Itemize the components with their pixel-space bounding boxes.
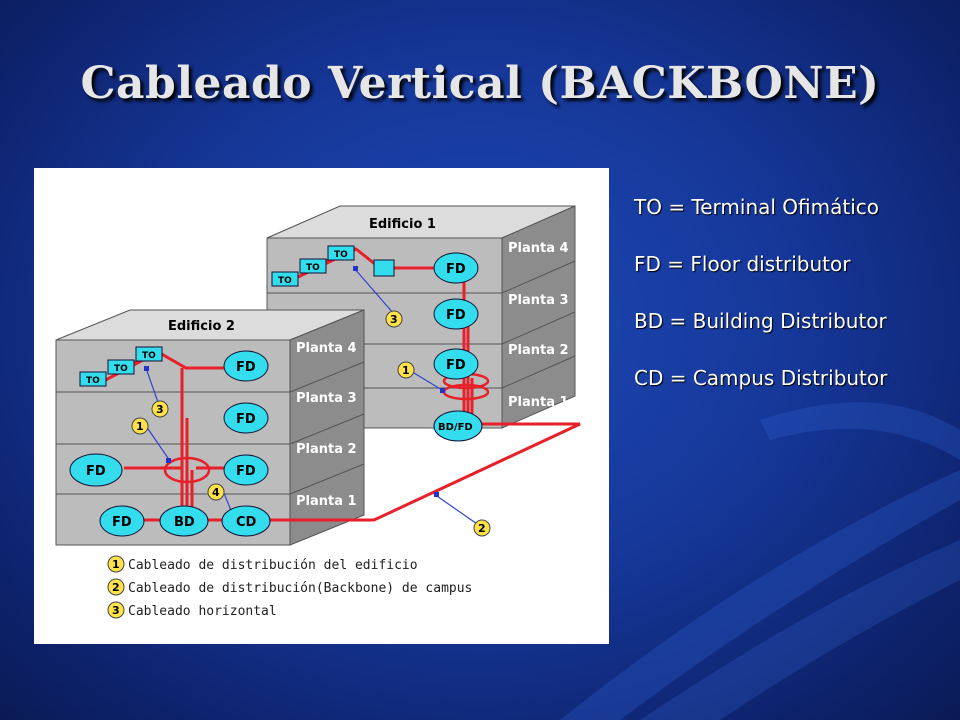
fd-node [223,402,269,434]
svg-text:1: 1 [136,420,144,433]
fd-node [433,298,479,330]
legend-item-fd: FD = Floor distributor [634,252,851,276]
building-2-floor-4: Planta 4 [296,341,357,356]
numbered-markers: 3 1 3 1 4 2 [131,310,491,537]
abbreviation-legend: TO = Terminal Ofimático FD = Floor distr… [634,193,887,421]
svg-text:FD: FD [446,308,466,323]
svg-text:FD: FD [446,262,466,277]
building-2-name: Edificio 2 [168,319,235,334]
svg-text:2: 2 [478,522,486,535]
marker-4 [207,483,225,501]
building-2-nodes: TO TO TO FD FD FD FD FD BD CD [69,346,271,537]
building-1-nodes: TO TO TO FD FD FD BD/FD [271,245,483,442]
fd-node [99,505,145,537]
svg-text:FD: FD [236,464,256,479]
key-3-text: Cableado horizontal [128,604,277,619]
marker-3 [385,310,403,328]
legend-item-bd: BD = Building Distributor [634,309,887,333]
key-3-num: 3 [112,604,120,617]
svg-text:TO: TO [114,364,128,374]
diagram-canvas: Edificio 1 Planta 4 Planta 3 Planta 2 Pl… [55,205,581,619]
svg-text:BD: BD [174,515,195,530]
building-2-floor-1: Planta 1 [296,494,357,509]
building-2-floor-2: Planta 2 [296,442,357,457]
key-1-text: Cableado de distribución del edificio [128,558,418,573]
svg-text:BD/FD: BD/FD [438,422,473,433]
building-1-floor-4: Planta 4 [508,241,569,256]
svg-text:TO: TO [306,263,320,273]
patch-box [373,259,395,277]
svg-text:FD: FD [86,464,106,479]
svg-text:CD: CD [236,515,257,530]
fd-node [223,454,269,486]
marker-1 [397,361,415,379]
cd-node [221,505,271,537]
svg-text:TO: TO [278,276,292,286]
marker-1 [131,417,149,435]
diagram-key: 1 Cableado de distribución del edificio … [107,555,472,619]
building-1-name: Edificio 1 [369,217,436,232]
fd-node [433,348,479,380]
to-node [107,359,135,375]
svg-text:FD: FD [112,515,132,530]
building-2-floor-3: Planta 3 [296,391,357,406]
marker-3 [151,400,169,418]
svg-text:1: 1 [402,364,410,377]
svg-text:TO: TO [142,351,156,361]
svg-text:3: 3 [390,313,398,326]
building-1-floor-2: Planta 2 [508,343,569,358]
svg-text:TO: TO [334,250,348,260]
marker-2 [473,519,491,537]
svg-text:FD: FD [446,358,466,373]
to-node [135,346,163,362]
building-1-floor-1: Planta 1 [508,395,569,410]
svg-text:4: 4 [212,486,220,499]
to-node [271,271,299,287]
svg-text:3: 3 [156,403,164,416]
building-2: Edificio 2 Planta 4 Planta 3 Planta 2 Pl… [55,309,365,546]
fd-node [433,252,479,284]
to-node [327,245,355,261]
svg-text:FD: FD [236,360,256,375]
key-1-num: 1 [112,558,120,571]
pointer-lines [145,267,481,527]
svg-text:FD: FD [236,412,256,427]
backbone-diagram: Edificio 1 Planta 4 Planta 3 Planta 2 Pl… [34,168,609,644]
bdfd-node [433,410,483,442]
to-node [299,258,327,274]
building-1-floor-3: Planta 3 [508,293,569,308]
key-2-text: Cableado de distribución(Backbone) de ca… [128,581,472,596]
fd-node [69,453,123,487]
svg-text:TO: TO [86,376,100,386]
slide-title: Cableado Vertical (BACKBONE) [80,58,880,109]
fd-node [223,350,269,382]
legend-item-to: TO = Terminal Ofimático [634,195,880,219]
bd-node [159,505,209,537]
to-node [79,371,107,387]
legend-item-cd: CD = Campus Distributor [634,366,888,390]
key-2-num: 2 [112,581,120,594]
